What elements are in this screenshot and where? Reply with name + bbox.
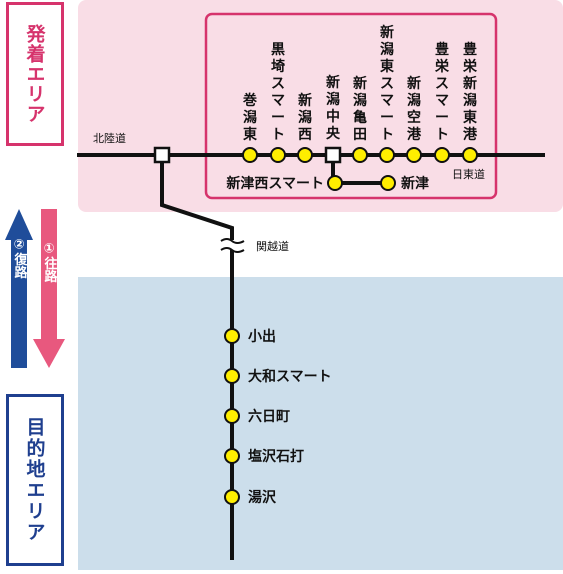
- destination-area-label: 目的地エリア: [23, 417, 46, 543]
- departure-stations: 巻潟東黒埼スマート新潟西新潟中央新潟亀田新潟東スマート新潟空港豊栄スマート豊栄新…: [242, 24, 478, 163]
- station-dot: [242, 147, 258, 163]
- station-label: 豊栄新潟東港: [462, 41, 478, 143]
- junction-kanetsu: [153, 146, 171, 164]
- station-dot: [352, 147, 368, 163]
- station-label: 新潟空港: [407, 75, 422, 143]
- station-dot: [406, 147, 422, 163]
- outbound-arrow: [33, 209, 65, 368]
- station-dot: [270, 147, 286, 163]
- station-dot: [462, 147, 478, 163]
- station-label: 豊栄スマート: [434, 41, 450, 143]
- kanetsu-expressway-line: [160, 155, 234, 240]
- station-label: 湯沢: [248, 489, 277, 506]
- station-label: 新潟西: [298, 92, 312, 143]
- station-label-shintsu: 新津: [401, 175, 429, 192]
- station-dot: [224, 448, 240, 464]
- station-dot: [224, 368, 240, 384]
- station-dot: [434, 147, 450, 163]
- station-dot: [224, 328, 240, 344]
- destination-area-background: [78, 277, 563, 570]
- station-label: 塩沢石打: [248, 448, 304, 465]
- station-dot: [297, 147, 313, 163]
- station-label: 六日町: [248, 408, 290, 425]
- station-dot: [224, 489, 240, 505]
- station-dot: [379, 147, 395, 163]
- road-label-nitto: 日東道: [452, 167, 485, 181]
- junction-niigata-chuo: [324, 146, 342, 164]
- station-label: 新潟亀田: [353, 75, 367, 143]
- station-dot-shintsu-nishi: [327, 175, 343, 191]
- station-label: 新潟中央: [326, 74, 341, 142]
- departure-area-label: 発着エリア: [23, 24, 46, 124]
- return-arrow: [5, 209, 33, 368]
- station-label: 小出: [248, 328, 276, 345]
- station-label: 大和スマート: [248, 368, 332, 385]
- road-label-kanetsu: 関越道: [256, 239, 289, 253]
- station-label: 新潟東スマート: [380, 24, 394, 143]
- station-label-shintsu-nishi: 新津西スマート: [226, 175, 324, 192]
- outbound-arrow-label: ①往路: [42, 242, 58, 283]
- station-label: 黒埼スマート: [271, 42, 285, 143]
- station-dot-shintsu: [380, 175, 396, 191]
- destination-area-frame: 目的地エリア: [6, 394, 64, 566]
- road-label-hokuriku: 北陸道: [93, 131, 126, 145]
- branch-stations: 新津西スマート 新津: [226, 175, 429, 192]
- niigata-stations-frame: [204, 12, 498, 200]
- departure-area-frame: 発着エリア: [6, 2, 64, 146]
- return-arrow-label: ②復路: [12, 238, 29, 279]
- station-label: 巻潟東: [243, 92, 257, 143]
- line-break-symbol: [220, 238, 245, 253]
- station-dot: [224, 408, 240, 424]
